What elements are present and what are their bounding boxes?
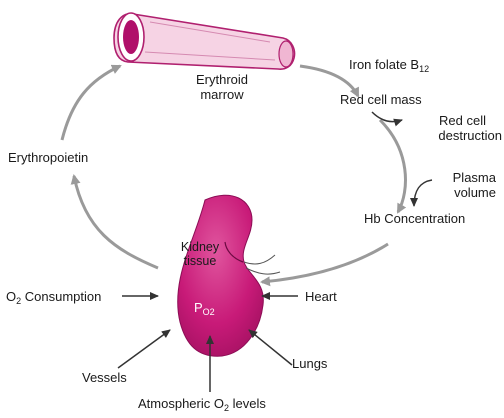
bone-icon [114,13,295,69]
hb-concentration-label: Hb Concentration [364,211,465,226]
plasma-volume-label: Plasma volume [432,170,496,200]
erythroid-marrow-label: Erythroid marrow [182,72,262,102]
vessels-label: Vessels [82,370,127,385]
arrow-vessels [118,330,170,368]
arrow-redcellmass-to-hb [380,120,405,212]
erythropoietin-label: Erythropoietin [8,150,88,165]
red-cell-mass-label: Red cell mass [340,92,422,107]
marrow-line1: Erythroid [182,72,262,87]
arrow-erythropoietin-to-marrow [62,66,120,140]
po2-label: PO2 [194,300,215,315]
lungs-label: Lungs [292,356,327,371]
red-cell-destruction-label: Red cell destruction [420,113,502,143]
atmospheric-o2-label: Atmospheric O2 levels [138,396,266,411]
iron-folate-label: Iron folate B12 [349,57,429,72]
arrow-hb-to-kidney [262,244,388,282]
arrow-plasma-volume [414,180,432,206]
arrow-to-destruction [372,112,402,122]
o2-consumption-label: O2 Consumption [6,289,101,304]
kidney-tissue-label: Kidney tissue [170,240,230,268]
heart-label: Heart [305,289,337,304]
arrow-lungs [249,330,292,365]
arrow-kidney-to-erythropoietin [74,176,158,268]
kidney-icon [178,195,280,356]
marrow-line2: marrow [182,87,262,102]
